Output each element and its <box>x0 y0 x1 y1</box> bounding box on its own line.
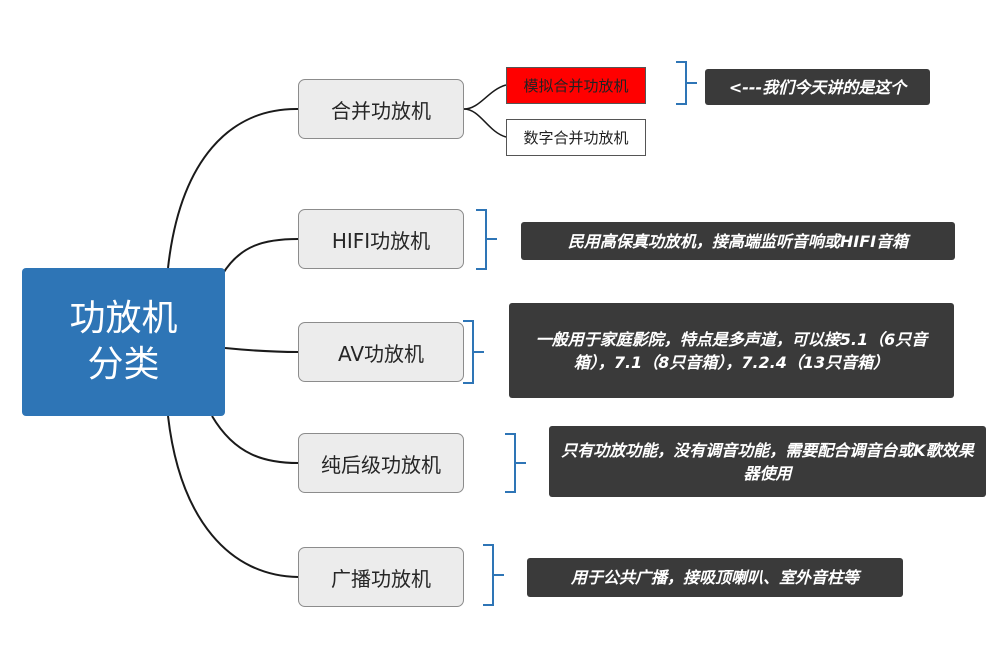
link-root-to-branch-2 <box>221 238 299 276</box>
sub-node-analog[interactable]: 模拟合并功放机 <box>506 67 646 104</box>
branch-node-hifi[interactable]: HIFI功放机 <box>298 209 464 269</box>
branch-node-av[interactable]: AV功放机 <box>298 322 464 382</box>
note-text: 民用高保真功放机，接高端监听音响或HIFI音箱 <box>567 231 909 251</box>
branch-node-power-amp[interactable]: 纯后级功放机 <box>298 433 464 493</box>
bracket-5 <box>483 544 504 606</box>
link-root-to-branch-4 <box>211 415 299 464</box>
link-root-to-branch-1 <box>167 107 299 269</box>
branch-label: 广播功放机 <box>331 566 431 591</box>
link-branch-1-to-sub-1 <box>463 84 507 110</box>
branch-label: 合并功放机 <box>331 98 431 123</box>
sub-node-label: 数字合并功放机 <box>523 129 629 147</box>
note-hifi[interactable]: 民用高保真功放机，接高端监听音响或HIFI音箱 <box>521 222 955 260</box>
note-text: 一般用于家庭影院，特点是多声道，可以接5.1（6只音箱），7.1（8只音箱），7… <box>535 329 928 372</box>
root-label-line1: 功放机 <box>69 298 178 339</box>
note-av[interactable]: 一般用于家庭影院，特点是多声道，可以接5.1（6只音箱），7.1（8只音箱），7… <box>509 303 954 398</box>
bracket-3 <box>463 320 484 384</box>
note-text: 只有功放功能，没有调音功能，需要配合调音台或K歌效果器使用 <box>561 440 974 483</box>
root-node[interactable]: 功放机 分类 <box>22 268 225 416</box>
root-label-line2: 分类 <box>87 344 160 385</box>
branch-label: 纯后级功放机 <box>321 452 441 477</box>
link-root-to-branch-5 <box>167 415 299 578</box>
branch-node-integrated[interactable]: 合并功放机 <box>298 79 464 139</box>
bracket-group <box>463 61 697 606</box>
note-text: <---我们今天讲的是这个 <box>728 77 907 97</box>
branch-node-broadcast[interactable]: 广播功放机 <box>298 547 464 607</box>
bracket-2 <box>476 209 497 270</box>
bracket-4 <box>505 433 526 493</box>
note-broadcast[interactable]: 用于公共广播，接吸顶喇叭、室外音柱等 <box>527 558 903 597</box>
sub-node-digital[interactable]: 数字合并功放机 <box>506 119 646 156</box>
note-power-amp[interactable]: 只有功放功能，没有调音功能，需要配合调音台或K歌效果器使用 <box>549 426 986 497</box>
branch-label: AV功放机 <box>337 341 425 366</box>
branch-label: HIFI功放机 <box>331 228 431 253</box>
sub-node-label: 模拟合并功放机 <box>523 77 629 95</box>
bracket-1 <box>676 61 697 105</box>
note-integrated[interactable]: <---我们今天讲的是这个 <box>705 69 930 105</box>
note-text: 用于公共广播，接吸顶喇叭、室外音柱等 <box>570 568 859 587</box>
link-branch-1-to-sub-2 <box>463 108 507 138</box>
link-root-to-branch-3 <box>224 347 299 353</box>
